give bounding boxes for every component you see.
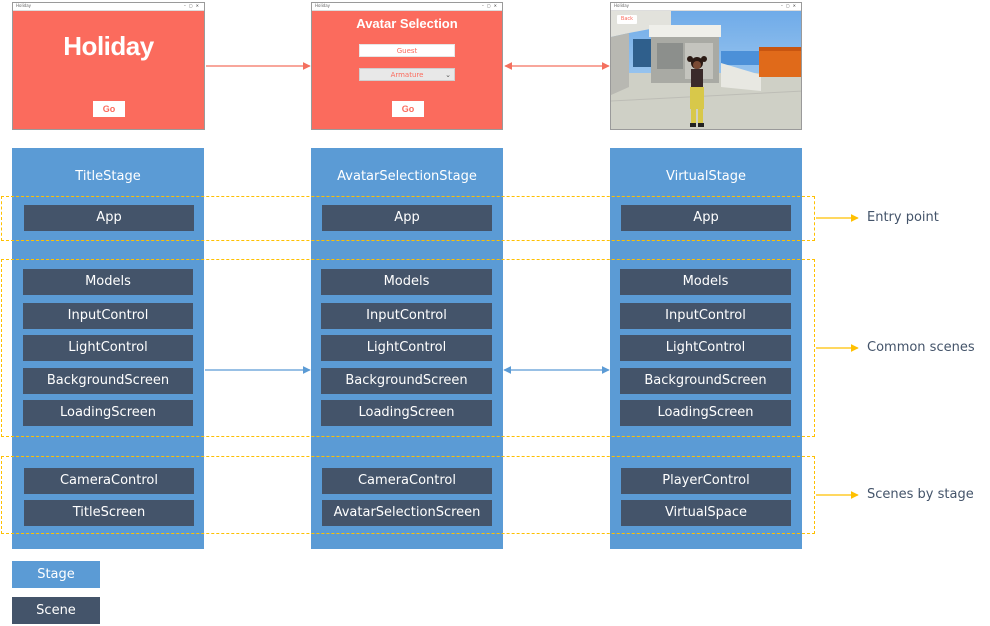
scene-background-screen: BackgroundScreen bbox=[620, 368, 791, 394]
scene-background-screen: BackgroundScreen bbox=[23, 368, 193, 394]
window-controls-icon: –▢✕ bbox=[481, 3, 500, 8]
scene-light-control: LightControl bbox=[321, 335, 492, 361]
avatar-dropdown-value: Armature bbox=[390, 71, 424, 79]
scene-player-control: PlayerControl bbox=[621, 468, 791, 494]
scene-app: App bbox=[621, 205, 791, 231]
scene-title-screen: TitleScreen bbox=[24, 500, 194, 526]
scene-loading-screen: LoadingScreen bbox=[23, 400, 193, 426]
title-screen-window: Holiday –▢✕ Holiday Go bbox=[12, 2, 205, 130]
scene-models: Models bbox=[321, 269, 492, 295]
title-go-button[interactable]: Go bbox=[93, 101, 125, 117]
scene-input-control: InputControl bbox=[321, 303, 492, 329]
scene-avatar-selection-screen: AvatarSelectionScreen bbox=[322, 500, 492, 526]
window-title-bar: Holiday –▢✕ bbox=[611, 3, 801, 11]
scene-virtual-space: VirtualSpace bbox=[621, 500, 791, 526]
legend-scene: Scene bbox=[12, 597, 100, 624]
label-entry-point: Entry point bbox=[867, 210, 939, 225]
group-common-scenes-outline bbox=[1, 259, 815, 437]
virtual-space-window: Holiday –▢✕ Back bbox=[610, 2, 802, 130]
window-title: Holiday bbox=[16, 3, 32, 8]
window-title: Holiday bbox=[614, 3, 630, 8]
scene-light-control: LightControl bbox=[620, 335, 791, 361]
window-title: Holiday bbox=[315, 3, 331, 8]
scene-loading-screen: LoadingScreen bbox=[321, 400, 492, 426]
scene-background-screen: BackgroundScreen bbox=[321, 368, 492, 394]
avatar-dropdown[interactable]: Armature ⌄ bbox=[359, 68, 455, 81]
legend-stage: Stage bbox=[12, 561, 100, 588]
name-input[interactable]: Guest bbox=[359, 44, 455, 57]
scene-models: Models bbox=[23, 269, 193, 295]
back-button[interactable]: Back bbox=[617, 15, 637, 24]
scene-app: App bbox=[322, 205, 492, 231]
scene-light-control: LightControl bbox=[23, 335, 193, 361]
window-title-bar: Holiday –▢✕ bbox=[13, 3, 204, 11]
chevron-down-icon: ⌄ bbox=[445, 71, 451, 79]
avatar-go-button[interactable]: Go bbox=[392, 101, 424, 117]
stage-title: TitleStage bbox=[75, 169, 141, 184]
holiday-heading: Holiday bbox=[63, 31, 154, 61]
stage-title: VirtualStage bbox=[665, 169, 747, 184]
window-controls-icon: –▢✕ bbox=[780, 3, 799, 8]
label-common-scenes: Common scenes bbox=[867, 340, 975, 355]
avatar-selection-window: Holiday –▢✕ Avatar Selection Guest Armat… bbox=[311, 2, 503, 130]
group-scenes-by-stage-outline bbox=[1, 456, 815, 534]
scene-input-control: InputControl bbox=[620, 303, 791, 329]
group-entry-point-outline bbox=[1, 196, 815, 241]
stage-title: AvatarSelectionStage bbox=[337, 169, 477, 184]
avatar-selection-heading: Avatar Selection bbox=[356, 16, 458, 31]
label-scenes-by-stage: Scenes by stage bbox=[867, 487, 974, 502]
scene-camera-control: CameraControl bbox=[24, 468, 194, 494]
scene-camera-control: CameraControl bbox=[322, 468, 492, 494]
scene-app: App bbox=[24, 205, 194, 231]
window-controls-icon: –▢✕ bbox=[183, 3, 202, 8]
scene-models: Models bbox=[620, 269, 791, 295]
window-title-bar: Holiday –▢✕ bbox=[312, 3, 502, 11]
virtual-space-scene bbox=[611, 3, 801, 129]
scene-loading-screen: LoadingScreen bbox=[620, 400, 791, 426]
scene-input-control: InputControl bbox=[23, 303, 193, 329]
